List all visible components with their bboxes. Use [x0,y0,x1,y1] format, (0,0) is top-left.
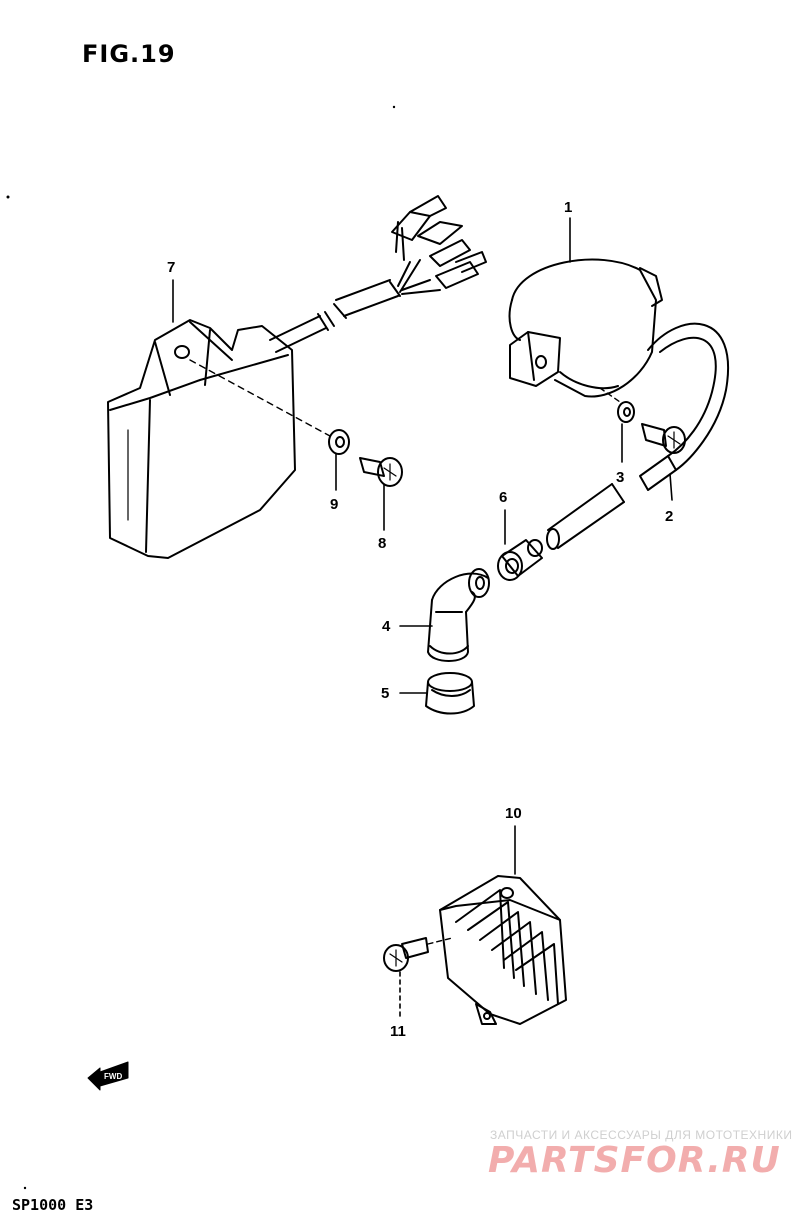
cdi-unit [107,319,296,559]
washer-3 [617,401,635,423]
watermark-brand: PARTSFOR.RU [488,1140,781,1181]
callout-7: 7 [167,259,175,276]
watermark-subtitle: ЗАПЧАСТИ И АКСЕССУАРЫ ДЛЯ МОТОТЕХНИКИ [490,1128,793,1142]
screw-11 [383,937,429,972]
callout-6: 6 [499,489,507,506]
callout-2: 2 [665,508,673,525]
callout-labels: 1 2 3 4 5 6 7 8 9 10 11 [167,199,673,1040]
spark-plug-cap-4 [427,568,490,662]
callout-3: 3 [616,469,624,486]
lead-seal-6 [497,539,543,581]
plug-cover-5 [425,672,475,715]
regulator-rectifier [439,875,567,1025]
mount-line-regulator [427,937,453,945]
callout-11: 11 [390,1023,406,1040]
callout-4: 4 [382,618,391,635]
front-arrow: FWD [87,1061,129,1091]
callout-8: 8 [378,535,386,552]
callout-9: 9 [330,496,338,513]
figure-title: FIG.19 [82,40,176,68]
screw-8 [359,457,403,487]
callout-10: 10 [505,805,522,822]
model-code: SP1000 E3 [12,1196,94,1214]
callout-leaders [172,217,673,1017]
scan-specks [6,105,396,1190]
ignition-coil [508,258,729,491]
washer-9 [328,429,350,455]
front-arrow-label: FWD [104,1072,122,1081]
callout-1: 1 [564,199,572,216]
mount-line-cdi [189,359,331,437]
screw-2 [641,423,686,454]
mount-line-coil [599,387,621,403]
cdi-wire-harness [269,195,487,353]
high-tension-lead [546,483,625,550]
callout-5: 5 [381,685,389,702]
